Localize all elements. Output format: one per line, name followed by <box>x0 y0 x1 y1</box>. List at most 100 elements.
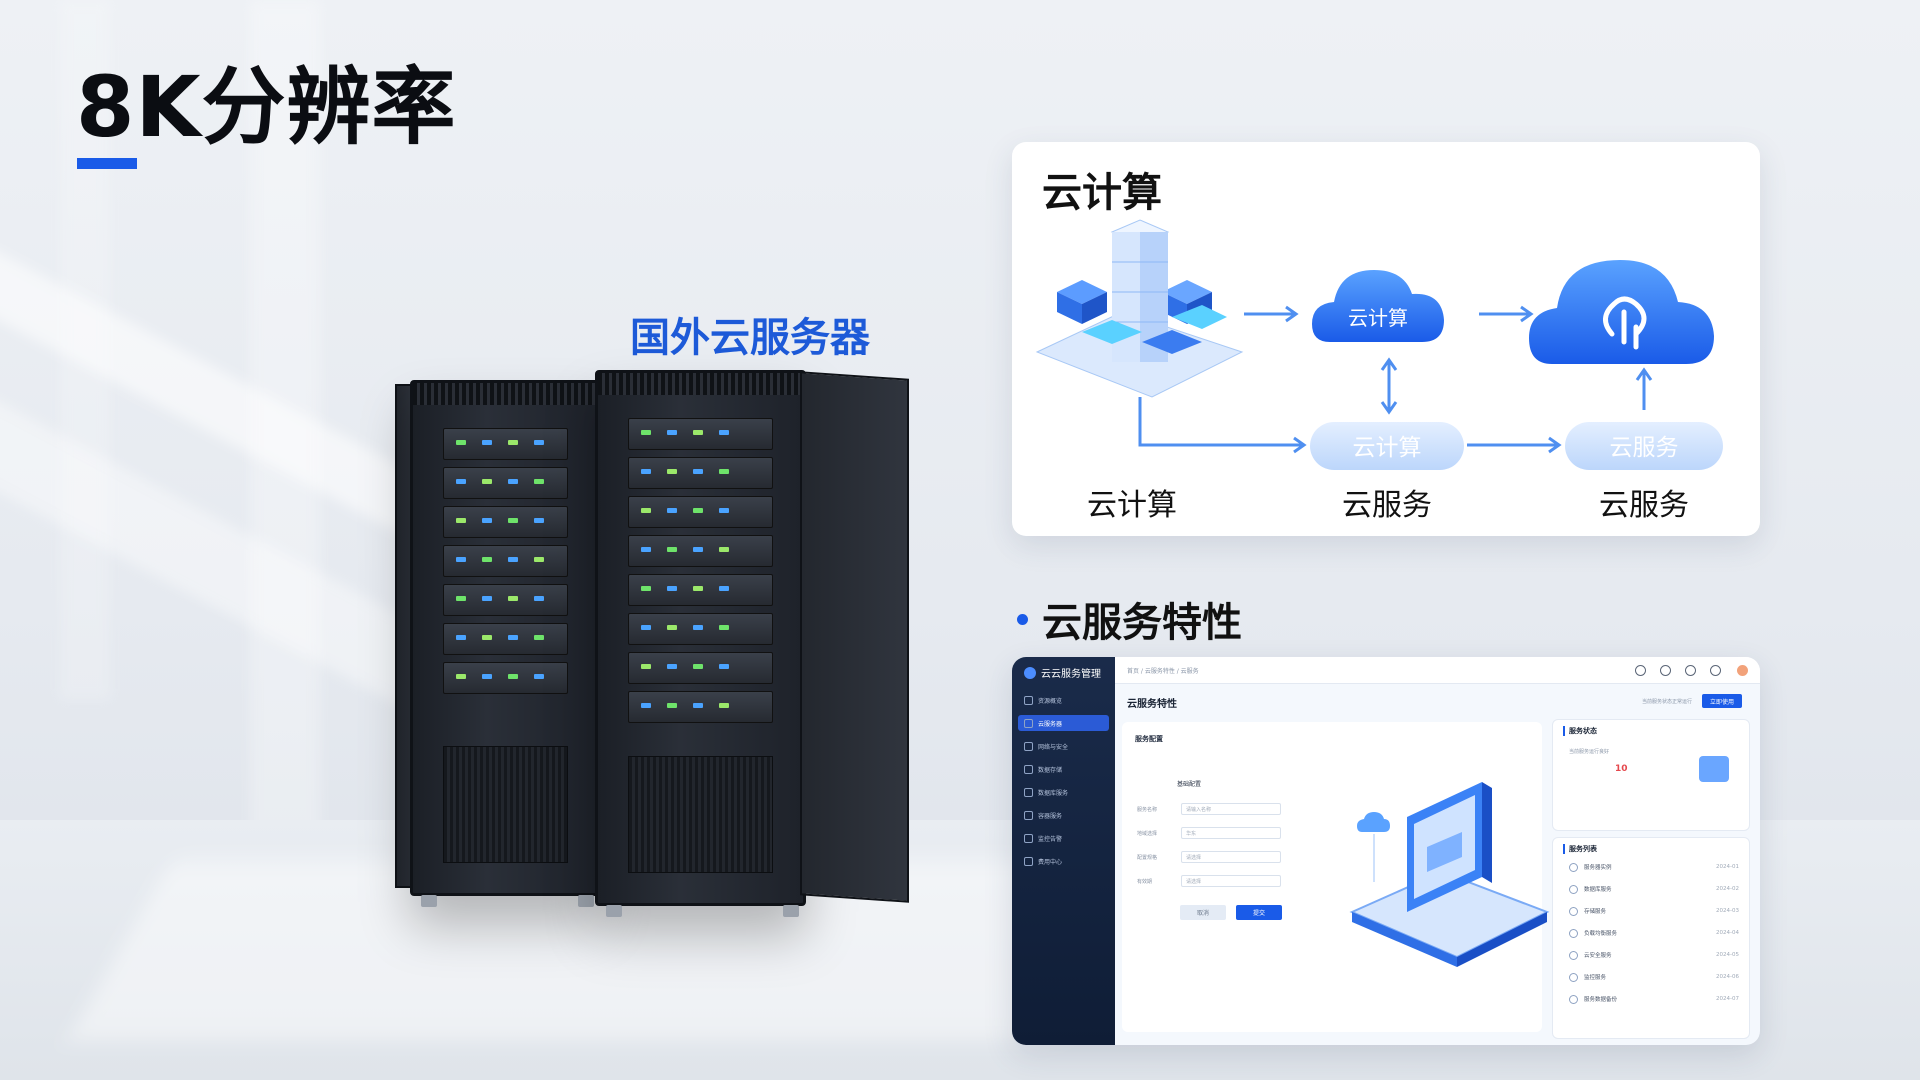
period-select[interactable]: 请选择 <box>1181 875 1281 887</box>
form-row-period: 有效期请选择 <box>1137 875 1281 887</box>
item-icon <box>1569 928 1578 938</box>
item-icon <box>1569 884 1578 894</box>
region-select[interactable]: 华东 <box>1181 827 1281 839</box>
primary-button[interactable]: 立即使用 <box>1702 694 1742 708</box>
container-icon <box>1024 810 1033 820</box>
cloud-flow-diagram: 云计算 云计算 云服务 <box>1035 219 1723 470</box>
server-rack-right <box>595 370 806 917</box>
server-unit <box>628 418 773 450</box>
server-unit <box>628 613 773 645</box>
server-unit <box>443 662 568 694</box>
monitor-icon <box>1024 833 1033 843</box>
grid-icon <box>1024 695 1033 705</box>
app-sidebar: 云云服务管理 资源概览 云服务器 网络与安全 数据存储 数据库服务 容器服务 监… <box>1012 657 1115 1045</box>
server-unit <box>628 457 773 489</box>
sidebar-item-database[interactable]: 数据库服务 <box>1018 784 1109 800</box>
rack-vent <box>443 746 568 863</box>
brand-logo-icon <box>1024 666 1036 679</box>
status-count: 10 <box>1615 764 1628 774</box>
item-icon <box>1569 950 1578 960</box>
item-icon <box>1569 862 1578 872</box>
server-unit <box>628 574 773 606</box>
cancel-button[interactable]: 取消 <box>1180 905 1226 920</box>
database-icon <box>1024 787 1033 797</box>
notification-icon[interactable] <box>1685 665 1696 676</box>
server-unit <box>443 467 568 499</box>
network-icon <box>1024 741 1033 751</box>
submit-button[interactable]: 提交 <box>1236 905 1282 920</box>
server-unit <box>443 506 568 538</box>
server-unit <box>628 652 773 684</box>
server-unit <box>443 545 568 577</box>
server-unit <box>443 623 568 655</box>
features-heading: 云服务特性 <box>1017 590 1242 648</box>
sidebar-item-servers[interactable]: 云服务器 <box>1018 715 1109 731</box>
flow-label-2: 云服务 <box>1342 488 1432 523</box>
cloud-service-icon <box>1529 260 1714 364</box>
cloud-badge-top: 云计算 <box>1348 306 1408 330</box>
app-brand: 云云服务管理 <box>1024 665 1101 680</box>
breadcrumb: 首页 / 云服务特性 / 云服务 <box>1127 668 1199 675</box>
sidebar-item-overview[interactable]: 资源概览 <box>1018 692 1109 708</box>
rack-foot <box>606 905 622 917</box>
form-subtitle: 基础配置 <box>1177 781 1202 788</box>
app-page-title: 云服务特性 <box>1127 699 1177 710</box>
features-heading-text: 云服务特性 <box>1042 600 1242 646</box>
flow-label-3: 云服务 <box>1599 488 1689 523</box>
cloud-badge-mid: 云计算 <box>1353 435 1422 461</box>
flow-label-1: 云计算 <box>1087 488 1177 523</box>
page-title: 8K分辨率 <box>76 58 457 156</box>
monitor-illustration <box>1349 782 1550 967</box>
form-title: 服务配置 <box>1135 735 1163 743</box>
item-icon <box>1569 972 1578 982</box>
storage-icon <box>1024 764 1033 774</box>
server-unit <box>443 428 568 460</box>
rack-foot <box>421 895 437 907</box>
form-row-region: 地域选择华东 <box>1137 827 1281 839</box>
bullet-dot <box>1017 613 1028 625</box>
card-title: 云计算 <box>1042 170 1162 216</box>
cloud-computing-icon <box>1312 270 1444 342</box>
app-topbar: 首页 / 云服务特性 / 云服务 <box>1115 657 1760 684</box>
server-caption: 国外云服务器 <box>630 315 870 361</box>
status-note: 当前服务状态正常运行 <box>1642 699 1693 705</box>
search-icon[interactable] <box>1635 665 1646 676</box>
server-stack-icon <box>1035 219 1244 398</box>
title-underline <box>77 158 137 169</box>
bell-icon[interactable] <box>1660 665 1671 676</box>
name-input[interactable]: 请输入名称 <box>1181 803 1281 815</box>
sidebar-item-network[interactable]: 网络与安全 <box>1018 738 1109 754</box>
item-icon <box>1569 994 1578 1004</box>
rack-foot <box>783 905 799 917</box>
server-unit <box>443 584 568 616</box>
billing-icon <box>1024 856 1033 866</box>
app-preview-card: 云云服务管理 资源概览 云服务器 网络与安全 数据存储 数据库服务 容器服务 监… <box>1012 657 1760 1045</box>
sidebar-item-monitor[interactable]: 监控告警 <box>1018 830 1109 846</box>
form-row-name: 服务名称请输入名称 <box>1137 803 1281 815</box>
cloud-badge-right: 云服务 <box>1610 435 1679 461</box>
sidebar-item-billing[interactable]: 费用中心 <box>1018 853 1109 869</box>
avatar[interactable] <box>1737 665 1748 676</box>
form-row-spec: 配置规格请选择 <box>1137 851 1281 863</box>
item-icon <box>1569 906 1578 916</box>
server-unit <box>628 535 773 567</box>
settings-icon[interactable] <box>1710 665 1721 676</box>
shield-icon <box>1699 756 1729 782</box>
sidebar-item-storage[interactable]: 数据存储 <box>1018 761 1109 777</box>
server-unit <box>628 691 773 723</box>
rack-foot <box>578 895 594 907</box>
server-rack-left <box>410 380 601 907</box>
rack-vent <box>628 756 773 873</box>
service-status-panel: 服务状态 当前服务运行良好 10 <box>1552 719 1750 831</box>
spec-select[interactable]: 请选择 <box>1181 851 1281 863</box>
sidebar-item-container[interactable]: 容器服务 <box>1018 807 1109 823</box>
server-unit <box>628 496 773 528</box>
